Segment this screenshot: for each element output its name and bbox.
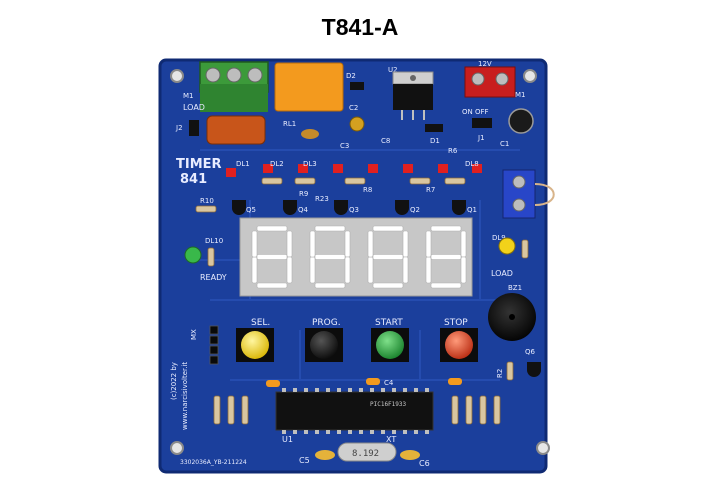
- label-mx: MX: [190, 329, 198, 340]
- terminal-block-green: [199, 61, 269, 112]
- label-q5: Q5: [246, 206, 256, 214]
- capacitor-c2: [349, 116, 365, 132]
- led-load: [498, 237, 516, 255]
- resistor-bank-left: [213, 395, 249, 425]
- label-ready: READY: [200, 273, 227, 282]
- label-dl8: DL8: [465, 160, 479, 168]
- label-r8: R8: [363, 186, 372, 194]
- label-sel: SEL.: [251, 318, 270, 328]
- label-q4: Q4: [298, 206, 309, 214]
- copyright-text: (c)2022 by: [170, 362, 178, 400]
- mcu-marking: PIC16F1933: [370, 401, 407, 408]
- display-digit: [251, 225, 293, 289]
- film-capacitor: [206, 115, 266, 145]
- label-dl2: DL2: [270, 160, 284, 168]
- label-c2: C2: [349, 104, 358, 112]
- resistor-bank-right: [451, 395, 501, 425]
- label-q3: Q3: [349, 206, 359, 214]
- label-m1: M1: [183, 92, 194, 100]
- capacitor-c6: [400, 450, 420, 460]
- label-q2: Q2: [410, 206, 420, 214]
- relay-rl1: [274, 62, 344, 112]
- diode-d1: [425, 124, 443, 132]
- display-digit: [425, 225, 467, 289]
- capacitor-c3: [301, 129, 319, 139]
- label-stop: STOP: [444, 318, 468, 328]
- label-dl10: DL10: [205, 237, 223, 245]
- label-u1: U1: [282, 435, 293, 444]
- jumper-j2: [189, 120, 199, 136]
- label-bz1: BZ1: [508, 284, 522, 292]
- crystal-xt: [337, 442, 397, 462]
- label-r10: R10: [200, 197, 214, 205]
- label-on-off: ON OFF: [462, 108, 489, 116]
- label-12v: 12V: [478, 60, 492, 68]
- label-r7: R7: [426, 186, 435, 194]
- brand-line-1: TIMER: [176, 157, 222, 172]
- transistor-row: [232, 200, 466, 215]
- label-r6: R6: [448, 147, 458, 155]
- prog-button: [310, 331, 338, 359]
- label-m1-power: M1: [515, 91, 526, 99]
- label-load: LOAD: [183, 103, 205, 112]
- label-r2: R2: [496, 369, 504, 378]
- photo-title: T841-A: [321, 14, 399, 40]
- label-d2: D2: [346, 72, 356, 80]
- display-digit: [367, 225, 409, 289]
- label-c5: C5: [299, 456, 310, 465]
- sel-button: [241, 331, 269, 359]
- label-dl3: DL3: [303, 160, 317, 168]
- transistor-q6: [527, 362, 541, 377]
- label-q6: Q6: [525, 348, 536, 356]
- brand-line-2: 841: [180, 172, 207, 187]
- display-digit: [309, 225, 351, 289]
- board-serial: 3302036A_YB-211224: [180, 459, 247, 466]
- switch-j1: [472, 118, 492, 128]
- capacitor-c5: [315, 450, 335, 460]
- label-load-led: LOAD: [491, 269, 513, 278]
- label-u2: U2: [388, 66, 398, 74]
- wire-loop: [534, 183, 555, 206]
- label-prog: PROG.: [312, 318, 341, 328]
- label-d1: D1: [430, 137, 440, 145]
- header-mx: [209, 325, 219, 365]
- label-c1: C1: [500, 140, 509, 148]
- start-button: [376, 331, 404, 359]
- mcu-pins: [282, 388, 429, 434]
- label-c4: C4: [384, 379, 394, 387]
- label-j1: J1: [477, 134, 485, 142]
- regulator-u2: [393, 84, 433, 110]
- label-rl1: RL1: [283, 120, 296, 128]
- label-c3: C3: [340, 142, 349, 150]
- label-xt: XT: [386, 435, 396, 444]
- label-r9: R9: [299, 190, 308, 198]
- led-ready: [184, 246, 202, 264]
- display-digits: [251, 225, 467, 289]
- label-j2: J2: [175, 124, 183, 132]
- label-c6: C6: [419, 459, 430, 468]
- label-c8: C8: [381, 137, 390, 145]
- label-dl9: DL9: [492, 234, 506, 242]
- mounting-holes: [170, 69, 550, 455]
- label-q1: Q1: [467, 206, 477, 214]
- label-r23: R23: [315, 195, 329, 203]
- stop-button: [445, 331, 473, 359]
- crystal-marking: 8.192: [352, 449, 379, 459]
- label-dl1: DL1: [236, 160, 250, 168]
- website-text: www.narcisivolter.it: [181, 362, 189, 430]
- label-start: START: [375, 318, 403, 328]
- led-row: [226, 164, 482, 177]
- resistor-row: [261, 177, 466, 185]
- microcontroller-u1: [275, 391, 434, 431]
- capacitor-c1: [508, 108, 534, 134]
- diode-d2: [350, 82, 364, 90]
- capacitor-row: [266, 378, 462, 387]
